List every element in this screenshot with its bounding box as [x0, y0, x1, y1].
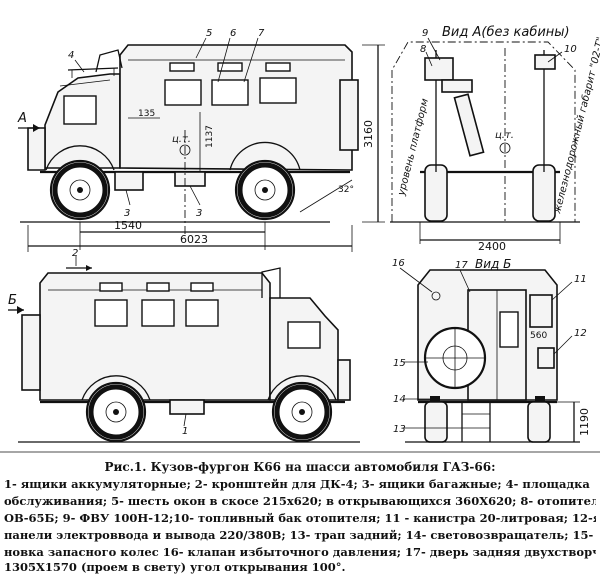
slant-window-3: [265, 62, 291, 72]
dim-560: 560: [530, 331, 547, 341]
front-bumper-bottom: [337, 359, 351, 401]
slant-window-b1: [99, 282, 123, 292]
dim-1137: 1137: [205, 125, 215, 148]
canister-20l: [529, 294, 553, 328]
caption-line-6: 1305Х1570 (проем в свету) угол открывани…: [4, 560, 346, 574]
cab-window-bottom: [287, 321, 321, 349]
callout-1: 1: [182, 426, 188, 437]
center-mass-label-a: ц.т.: [495, 130, 514, 141]
rear-wheel-left: [424, 164, 448, 222]
center-mass-marker-top: [179, 144, 191, 156]
callout-11: 11: [574, 274, 587, 285]
front-wheel-bottom: [271, 381, 333, 443]
callout-10: 10: [564, 44, 577, 55]
callout-4: 4: [68, 50, 74, 61]
fuel-tank: [534, 54, 556, 70]
callout-7: 7: [258, 28, 265, 39]
callout-8: 8: [420, 44, 426, 55]
rear-wheel-b-left: [424, 401, 448, 443]
callout-16: 16: [392, 258, 405, 269]
dim-1540: 1540: [114, 219, 142, 232]
view-arrow-b-letter: Б: [8, 293, 17, 308]
reflector-left: [430, 396, 440, 401]
duct: [453, 93, 485, 157]
rear-wheel-top: [234, 159, 296, 221]
caption-line-3: ОВ-65Б; 9- ФВУ 100Н-12;10- топливный бак…: [4, 511, 596, 525]
callout-13: 13: [393, 424, 406, 435]
fvu-unit: [424, 57, 454, 81]
callout-3b: 3: [196, 208, 202, 219]
view-a-rear: Вид А(без кабины) ц.т. уровень платформ …: [390, 25, 600, 253]
box-window-3: [259, 77, 297, 104]
side-view-top: ц.т. 135 1137 32° 3160 1540 6023 А 4: [17, 28, 385, 252]
caption-line-1: 1- ящики аккумуляторные; 2- кронштейн дл…: [4, 477, 590, 491]
dim-6023: 6023: [180, 233, 208, 246]
cab-roof-line: [59, 79, 111, 87]
caption-line-4: панели электроввода и вывода 220/380В; 1…: [4, 528, 596, 542]
rear-wheel-b-right: [527, 401, 551, 443]
view-arrow-a-letter: А: [17, 111, 27, 126]
box-window-b1: [94, 299, 128, 327]
heater-unit: [441, 79, 473, 93]
callout-17: 17: [455, 260, 468, 271]
slant-window-b3: [190, 282, 214, 292]
departure-angle-line: [299, 179, 353, 213]
callouts-top-left: 4 5 6 7 3 3: [68, 28, 265, 219]
callout-2: 2: [72, 248, 78, 259]
center-mass-marker-a: [499, 142, 511, 154]
rear-wheel-bottom: [85, 381, 147, 443]
box-window-b2: [141, 299, 175, 327]
dim-32-deg: 32°: [338, 185, 354, 195]
van-box-bottom: [39, 272, 271, 401]
reflector-right: [535, 396, 545, 401]
caption-line-2: обслуживания; 5- шесть окон в скосе 215х…: [4, 494, 596, 508]
van-box: [119, 44, 353, 171]
roof-heater: [95, 49, 123, 73]
callout-12: 12: [574, 328, 587, 339]
view-a-title: Вид А(без кабины): [442, 25, 570, 40]
slant-window-b2: [146, 282, 170, 292]
center-mass-label-top: ц.т.: [172, 134, 191, 145]
dim-1190: 1190: [578, 408, 591, 436]
side-view-bottom: Б 2 1: [8, 248, 360, 443]
arrow-a-head: [33, 124, 40, 132]
view-b-title: Вид Б: [475, 257, 511, 271]
front-wheel-top: [49, 159, 111, 221]
dim-3160: 3160: [362, 120, 375, 148]
battery-box-bottom: [169, 399, 205, 415]
callout-6: 6: [230, 28, 236, 39]
rail-gauge-outline: [391, 41, 576, 222]
door-window: [499, 311, 519, 348]
callout-5: 5: [206, 28, 212, 39]
front-fender: [45, 145, 115, 171]
view-b-rear: Вид Б 560 1190: [392, 257, 591, 443]
pressure-valve: [431, 291, 441, 301]
box-window-2: [211, 79, 249, 106]
slant-window-2: [217, 62, 243, 72]
front-bumper: [27, 127, 46, 171]
figure-caption-title: Рис.1. Кузов-фургон К66 на шасси автомоб…: [104, 460, 496, 474]
callout-14: 14: [393, 394, 406, 405]
slant-window-1: [169, 62, 195, 72]
cab-window: [63, 95, 97, 125]
power-panel-box: [537, 347, 555, 369]
box-window-b3: [185, 299, 219, 327]
rear-fender: [229, 141, 301, 171]
luggage-box: [174, 171, 206, 187]
dim-2400: 2400: [478, 240, 506, 253]
dim-135: 135: [138, 109, 155, 119]
caption-line-5: новка запасного колес 16- клапан избыточ…: [4, 545, 596, 559]
callout-15: 15: [393, 358, 406, 369]
rear-equipment-bottom: [21, 314, 41, 391]
roof-platform-bottom: [261, 267, 281, 298]
rail-gauge-label: железнодорожный габарит "02-Т": [551, 36, 600, 216]
rear-equipment: [339, 79, 359, 151]
battery-box: [114, 171, 144, 191]
service-platform: [67, 67, 119, 71]
callout-9: 9: [422, 28, 428, 39]
callout-3a: 3: [124, 208, 130, 219]
box-window-1: [164, 79, 202, 106]
